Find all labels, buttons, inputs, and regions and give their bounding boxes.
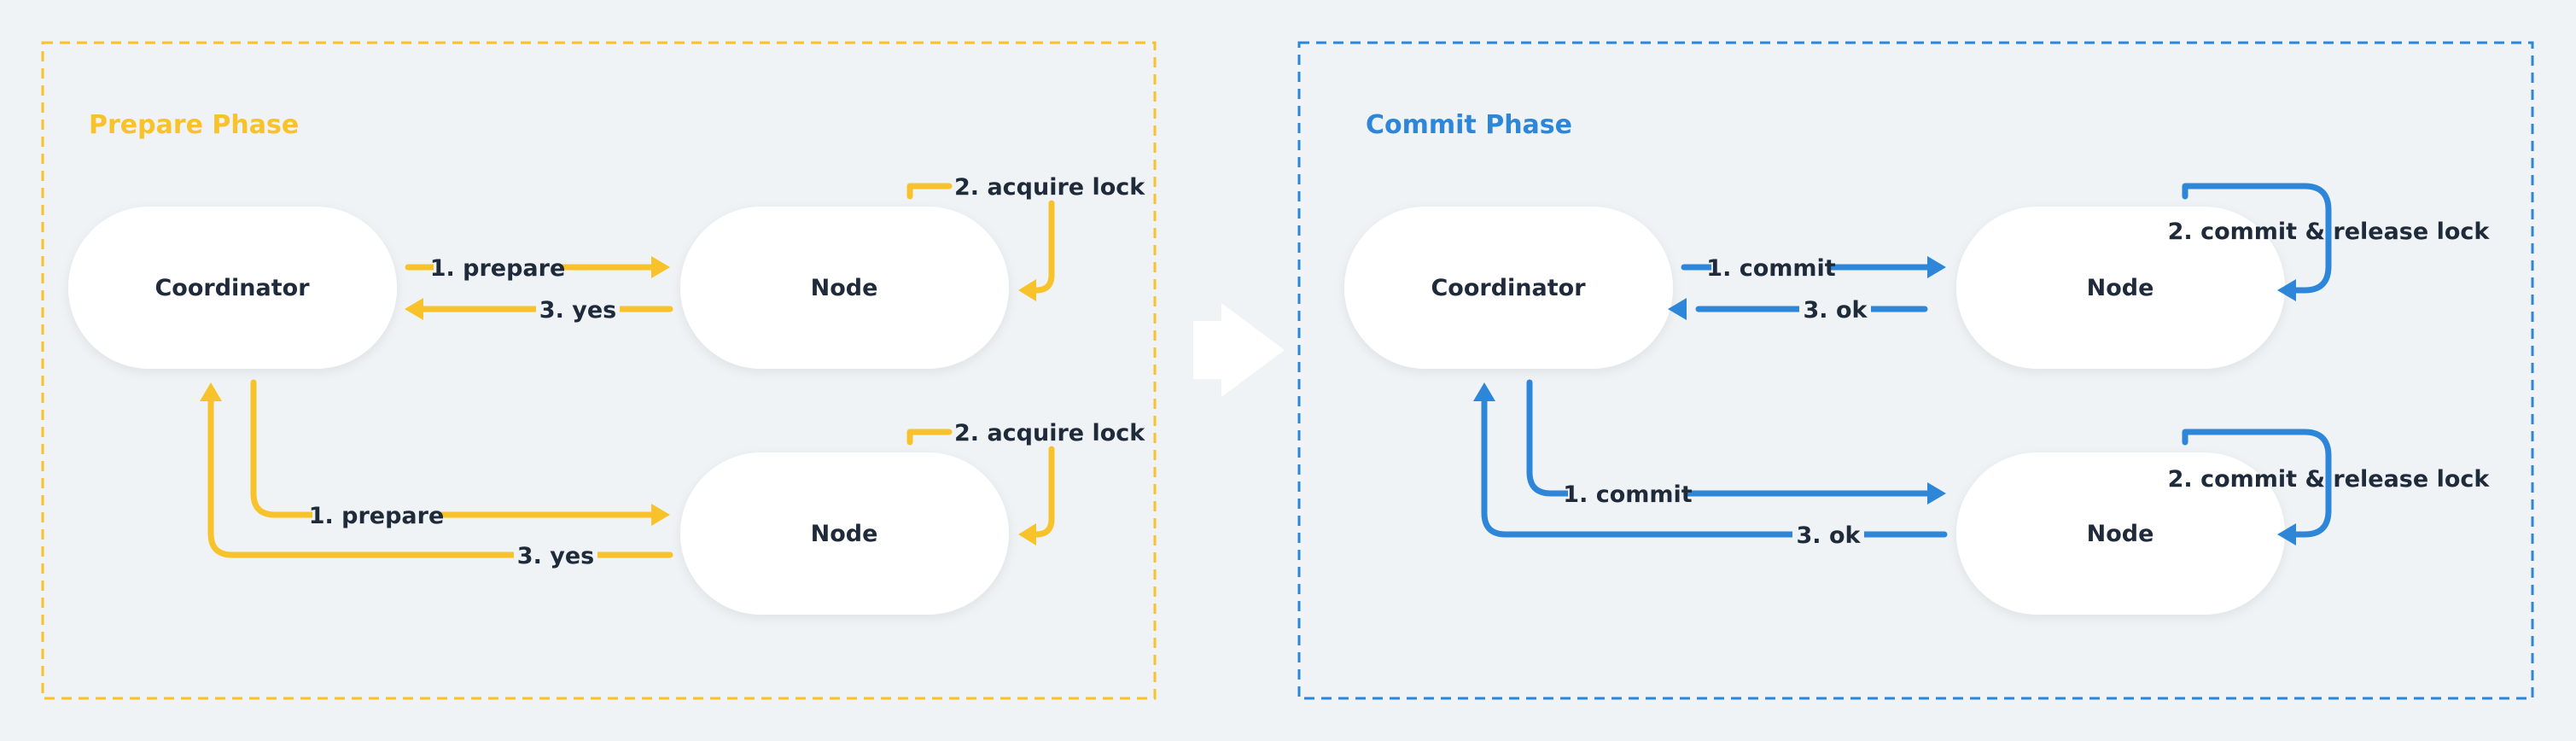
prepare-node-top: Node <box>680 207 1009 369</box>
prepare-bottom-prepare-arrowhead <box>651 504 670 526</box>
commit-phase-panel: Commit Phase Coordinator Node Node <box>1297 41 2534 700</box>
commit-bottom-ok-line <box>1481 396 1948 538</box>
prepare-coordinator-node: Coordinator <box>68 207 397 369</box>
commit-bottom-ok-label: 3. ok <box>1797 522 1862 549</box>
commit-bottom-release-label: 2. commit & release lock <box>2168 466 2491 493</box>
prepare-top-yes-label: 3. yes <box>539 297 616 324</box>
prepare-top-lock-label: 2. acquire lock <box>954 174 1145 201</box>
prepare-bottom-lock-label: 2. acquire lock <box>954 420 1145 446</box>
prepare-node-top-label: Node <box>811 275 878 301</box>
prepare-top-lock-loop <box>906 183 1055 294</box>
commit-node-bottom: Node <box>1956 452 2285 615</box>
prepare-top-yes-arrowhead <box>405 298 423 320</box>
prepare-bottom-yes-label: 3. yes <box>517 543 594 569</box>
prepare-phase-title: Prepare Phase <box>89 110 299 140</box>
commit-top-release-label: 2. commit & release lock <box>2168 219 2491 245</box>
commit-top-commit-arrowhead <box>1927 256 1946 278</box>
prepare-bottom-lock-arrowhead <box>1018 523 1036 546</box>
commit-top-commit-label: 1. commit <box>1706 255 1836 282</box>
commit-node-bottom-label: Node <box>2087 521 2154 547</box>
prepare-node-bottom: Node <box>680 452 1009 615</box>
prepare-bottom-yes-line <box>207 396 673 558</box>
phase-transition-arrow <box>1193 303 1285 397</box>
commit-node-top-label: Node <box>2087 275 2154 301</box>
commit-bottom-ok-arrowhead <box>1473 382 1495 401</box>
prepare-bottom-lock-loop <box>906 429 1055 538</box>
prepare-bottom-prepare-line <box>250 379 661 518</box>
commit-top-ok-label: 3. ok <box>1804 297 1868 324</box>
commit-top-release-arrowhead <box>2277 279 2296 301</box>
commit-top-ok-arrowhead <box>1668 298 1687 320</box>
commit-bottom-commit-label: 1. commit <box>1563 481 1693 508</box>
commit-bottom-release-arrowhead <box>2277 523 2296 546</box>
prepare-bottom-prepare-label: 1. prepare <box>309 503 445 529</box>
commit-bottom-release-loop <box>2182 429 2332 538</box>
commit-phase-title: Commit Phase <box>1366 110 1572 140</box>
prepare-phase-panel: Prepare Phase Coordinator Node Node <box>41 41 1157 700</box>
commit-node-top: Node <box>1956 207 2285 369</box>
prepare-top-prepare-label: 1. prepare <box>430 255 566 282</box>
prepare-top-prepare-arrowhead <box>651 256 670 278</box>
commit-coordinator-node: Coordinator <box>1344 207 1673 369</box>
commit-coordinator-label: Coordinator <box>1431 275 1586 301</box>
prepare-phase-border <box>41 41 1157 700</box>
commit-bottom-commit-line <box>1526 379 1937 497</box>
prepare-bottom-yes-arrowhead <box>200 382 222 401</box>
prepare-coordinator-label: Coordinator <box>154 275 310 301</box>
prepare-top-lock-arrowhead <box>1018 279 1036 301</box>
prepare-node-bottom-label: Node <box>811 521 878 547</box>
commit-top-release-loop <box>2182 183 2332 294</box>
commit-phase-border <box>1297 41 2534 700</box>
commit-bottom-commit-arrowhead <box>1927 482 1946 505</box>
